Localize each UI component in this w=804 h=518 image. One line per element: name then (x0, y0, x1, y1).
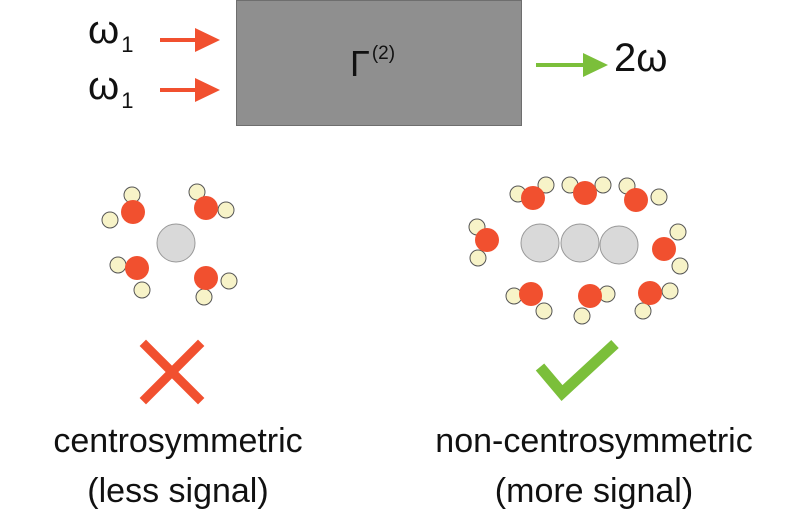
ion-middle (560, 223, 600, 263)
water-molecule (505, 282, 553, 320)
input-arrow-2 (160, 78, 220, 102)
centrosymmetric-subcaption: (less signal) (87, 472, 269, 510)
check-icon (535, 339, 619, 401)
water-molecule (634, 281, 679, 320)
water-molecule (188, 183, 235, 220)
centrosymmetric-cluster (101, 183, 238, 306)
centrosymmetric-caption: centrosymmetric (53, 422, 303, 460)
susceptibility-label: Γ(2) (350, 43, 396, 84)
non-centrosymmetric-caption: non-centrosymmetric (435, 422, 753, 460)
input-arrow-1 (160, 28, 220, 52)
water-molecule (509, 176, 555, 210)
non-centrosymmetric-cluster (468, 176, 689, 325)
water-molecule (468, 218, 499, 267)
water-molecule (194, 266, 238, 306)
input-frequency-label-1: ω1 (88, 8, 134, 57)
non-centrosymmetric-subcaption: (more signal) (494, 472, 694, 510)
nonlinear-medium-box (236, 0, 522, 126)
ion-right (599, 225, 639, 265)
water-molecule (618, 177, 668, 212)
output-arrow (536, 53, 608, 77)
ion-left (520, 223, 560, 263)
water-molecule (573, 284, 616, 325)
water-molecule (109, 256, 151, 299)
input-frequency-label-2: ω1 (88, 64, 134, 113)
water-molecule (561, 176, 612, 205)
cross-icon (139, 339, 205, 405)
central-ion (156, 223, 196, 263)
output-frequency-label: 2ω (614, 36, 668, 80)
water-molecule (652, 223, 689, 275)
water-molecule (101, 186, 145, 229)
